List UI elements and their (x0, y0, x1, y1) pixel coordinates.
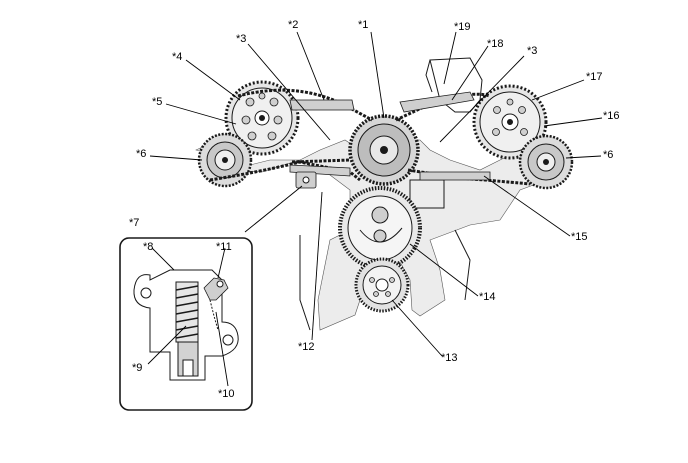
callout-12: *12 (298, 341, 315, 353)
callout-18: *18 (487, 38, 504, 50)
callout-8: *8 (143, 241, 153, 253)
callout-3-right: *3 (527, 45, 537, 57)
callout-9: *9 (132, 362, 142, 374)
left-exhaust-cam-gear (197, 132, 253, 188)
callout-labels: *1 *2 *3 *3 *4 *5 *6 *6 *7 *8 *9 *10 *11… (129, 19, 620, 400)
callout-16: *16 (603, 110, 620, 122)
callout-10: *10 (218, 388, 235, 400)
callout-3-left: *3 (236, 33, 246, 45)
callout-6-left: *6 (136, 148, 146, 160)
callout-15: *15 (571, 231, 588, 243)
chain-guides (289, 91, 491, 181)
crankshaft-gear (354, 257, 410, 313)
right-intake-cam-gear (472, 84, 548, 160)
callout-2: *2 (288, 19, 298, 31)
callout-5: *5 (152, 96, 162, 108)
callout-4: *4 (172, 51, 182, 63)
chain-tensioner-bracket (295, 171, 317, 189)
leader-lines (147, 31, 603, 387)
callout-7: *7 (129, 217, 139, 229)
tensioner-detail-inset (119, 237, 253, 411)
left-intake-cam-gear (224, 80, 300, 156)
callout-11: *11 (216, 241, 232, 253)
callout-1: *1 (358, 19, 368, 31)
callout-19: *19 (454, 21, 471, 33)
callout-17: *17 (586, 71, 603, 83)
center-idler-sprocket (348, 114, 420, 186)
idle-gear (338, 186, 422, 270)
callout-6-right: *6 (603, 149, 613, 161)
right-exhaust-cam-gear (518, 134, 574, 190)
callout-13: *13 (441, 352, 458, 364)
callout-14: *14 (479, 291, 496, 303)
